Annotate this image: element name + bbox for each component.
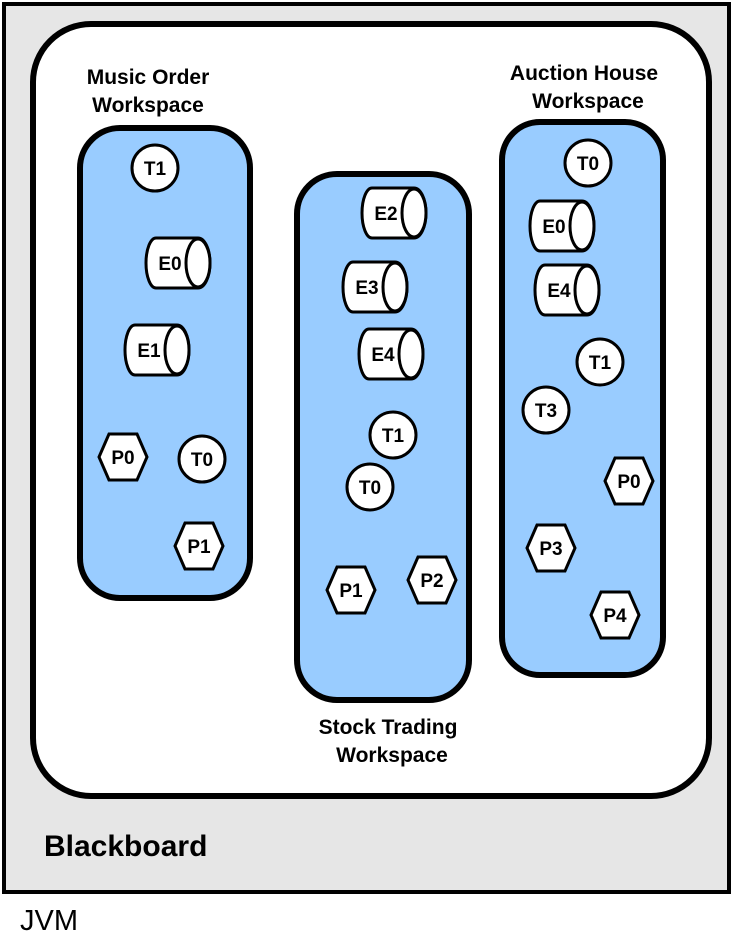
thread-circle <box>521 385 571 435</box>
auction-house-node-p0: P0 <box>603 456 655 506</box>
blackboard-label: Blackboard <box>44 830 207 863</box>
process-hexagon <box>173 521 225 571</box>
entity-cylinder-end <box>397 328 425 380</box>
process-hexagon <box>406 555 458 605</box>
auction-house-node-p4: P4 <box>589 590 641 640</box>
thread-circle <box>345 462 395 512</box>
music-order-node-t1: T1 <box>130 143 180 193</box>
auction-house-node-e0: E0 <box>528 199 596 253</box>
node-label: P1 <box>187 537 211 558</box>
node-label: P0 <box>617 472 640 493</box>
node-label: T0 <box>577 154 599 175</box>
node-label: E2 <box>374 204 397 225</box>
auction-house-node-t3: T3 <box>521 385 571 435</box>
process-hexagon <box>603 456 655 506</box>
node-label: P4 <box>603 606 627 627</box>
auction-house-node-t0: T0 <box>563 138 613 188</box>
thread-circle <box>368 410 418 460</box>
auction-house-node-t1: T1 <box>575 337 625 387</box>
node-label: T1 <box>144 159 167 180</box>
node-label: T0 <box>191 450 213 471</box>
stock-trading-node-p1: P1 <box>325 565 377 615</box>
stock-trading-node-t1: T1 <box>368 410 418 460</box>
music-order-node-t0: T0 <box>177 434 227 484</box>
music-order-node-e1: E1 <box>123 323 191 377</box>
node-label: E0 <box>158 254 181 275</box>
entity-cylinder-end <box>184 237 212 289</box>
node-label: P2 <box>420 571 443 592</box>
process-hexagon <box>97 432 149 482</box>
entity-cylinder-end <box>163 324 191 376</box>
stock-trading-title-line1: Stock Trading <box>319 716 458 739</box>
auction-house-node-p3: P3 <box>525 523 577 573</box>
node-label: E1 <box>137 341 161 362</box>
process-hexagon <box>589 590 641 640</box>
node-label: T1 <box>589 353 612 374</box>
stock-trading-node-e4: E4 <box>357 327 425 381</box>
node-label: E4 <box>371 345 395 366</box>
entity-cylinder-end <box>400 187 428 239</box>
auction-house-title-line1: Auction House <box>510 62 658 85</box>
node-label: T0 <box>359 478 381 499</box>
stock-trading-node-t0: T0 <box>345 462 395 512</box>
entity-cylinder-end <box>381 261 409 313</box>
node-label: P0 <box>111 448 134 469</box>
music-order-node-p0: P0 <box>97 432 149 482</box>
music-order-node-p1: P1 <box>173 521 225 571</box>
music-order-title-line2: Workspace <box>92 94 204 117</box>
auction-house-title-line2: Workspace <box>532 90 644 113</box>
stock-trading-node-e3: E3 <box>341 260 409 314</box>
stock-trading-node-p2: P2 <box>406 555 458 605</box>
process-hexagon <box>325 565 377 615</box>
entity-cylinder-end <box>568 200 596 252</box>
node-label: P3 <box>539 539 562 560</box>
node-label: E3 <box>355 278 378 299</box>
stock-trading-title-line2: Workspace <box>336 744 448 767</box>
node-label: T1 <box>382 426 405 447</box>
node-label: T3 <box>535 401 557 422</box>
auction-house-node-e4: E4 <box>533 263 601 317</box>
jvm-label: JVM <box>20 905 78 937</box>
thread-circle <box>575 337 625 387</box>
music-order-title-line1: Music Order <box>87 66 210 89</box>
thread-circle <box>177 434 227 484</box>
stock-trading-node-e2: E2 <box>360 186 428 240</box>
process-hexagon <box>525 523 577 573</box>
node-label: E0 <box>542 217 565 238</box>
entity-cylinder-end <box>573 264 601 316</box>
node-label: P1 <box>339 581 363 602</box>
thread-circle <box>130 143 180 193</box>
music-order-node-e0: E0 <box>144 236 212 290</box>
node-label: E4 <box>547 281 571 302</box>
thread-circle <box>563 138 613 188</box>
